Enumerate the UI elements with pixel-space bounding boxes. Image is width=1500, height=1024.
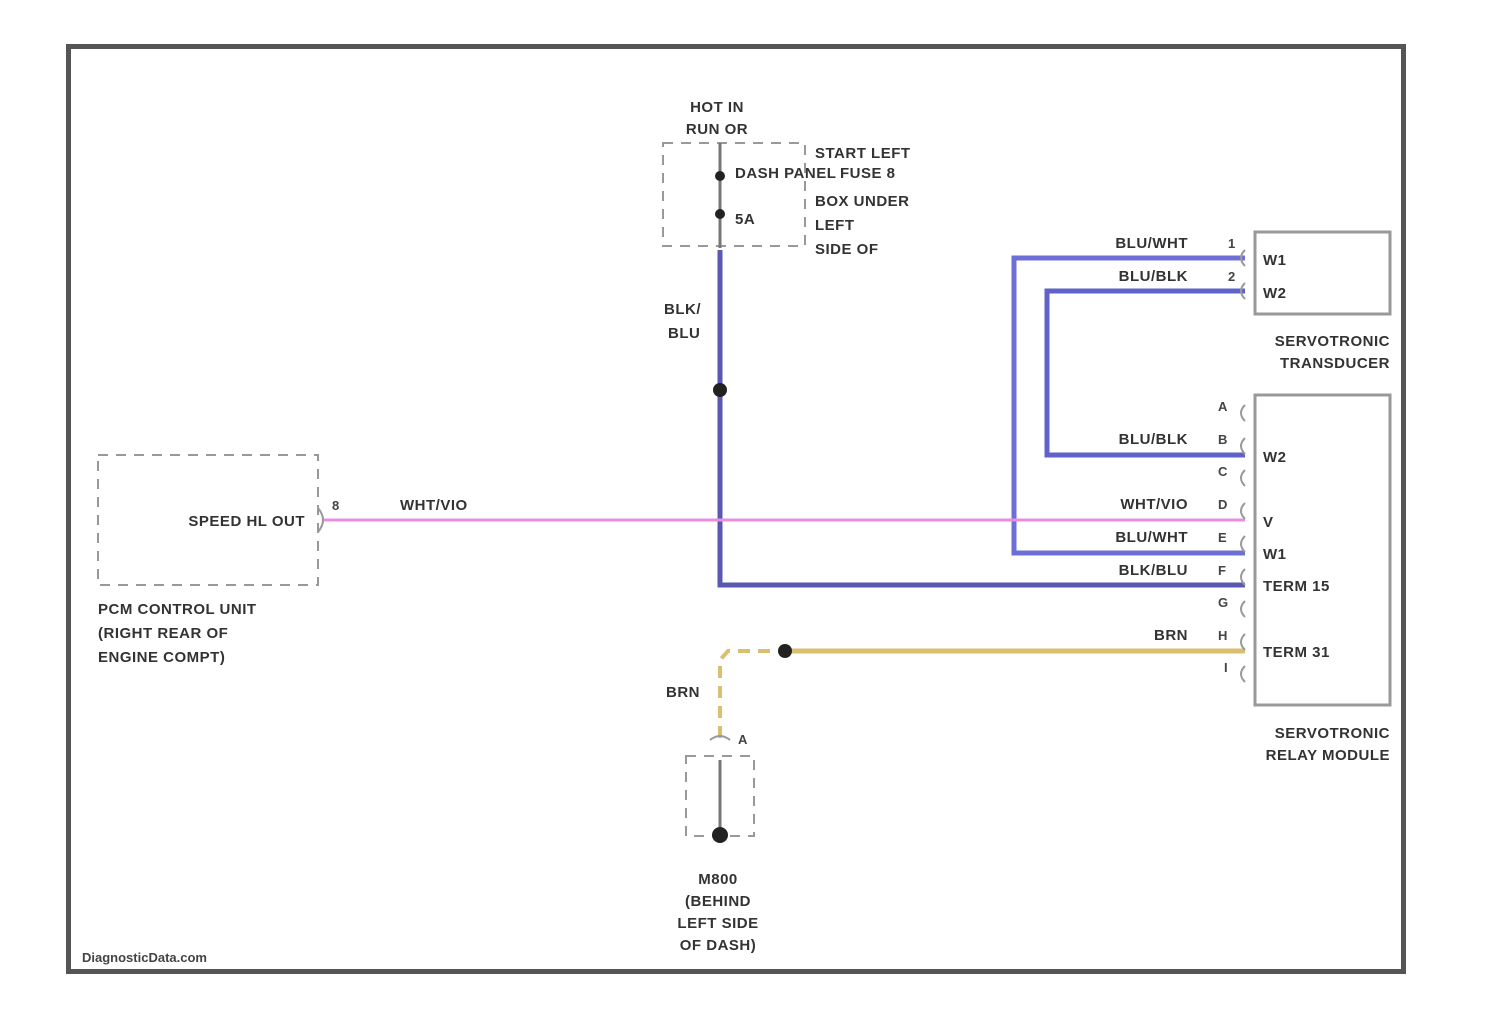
relay-name-2: RELAY MODULE	[1266, 747, 1390, 764]
fuse-terminal-bottom	[715, 209, 725, 219]
ground-pin: A	[738, 732, 748, 747]
relay-label-f: TERM 15	[1263, 578, 1330, 595]
relay-pin-c: C	[1218, 464, 1228, 479]
brn-splice-dot	[778, 644, 792, 658]
transducer-pin-label-1: W1	[1263, 252, 1287, 269]
transducer-pin-1: 1	[1228, 236, 1235, 251]
relay-wire-b: BLU/BLK	[1119, 431, 1188, 448]
relay-pin-a: A	[1218, 399, 1228, 414]
pcm-name-3: ENGINE COMPT)	[98, 649, 225, 666]
watermark: DiagnosticData.com	[82, 950, 207, 965]
transducer-name-1: SERVOTRONIC	[1275, 333, 1390, 350]
relay-wire-e: BLU/WHT	[1115, 529, 1188, 546]
relay-connector	[1241, 405, 1245, 682]
pcm-pin-number: 8	[332, 498, 339, 513]
fuse-amp: 5A	[735, 211, 755, 228]
pcm-name-2: (RIGHT REAR OF	[98, 625, 228, 642]
ground-name-2: (BEHIND	[685, 893, 751, 910]
power-label-1: HOT IN	[690, 99, 744, 116]
wht-vio-label-left: WHT/VIO	[400, 497, 468, 514]
fuse-label: FUSE 8	[840, 165, 896, 182]
relay-pin-d: D	[1218, 497, 1227, 512]
relay-pin-g: G	[1218, 595, 1228, 610]
ground-name-3: LEFT SIDE	[677, 915, 758, 932]
relay-name-1: SERVOTRONIC	[1275, 725, 1390, 742]
relay-label-d: V	[1263, 514, 1274, 531]
ground-point	[712, 827, 728, 843]
relay-wire-f: BLK/BLU	[1119, 562, 1188, 579]
fuse-box-label-3: BOX UNDER	[815, 193, 910, 210]
ground-name-1: M800	[698, 871, 738, 888]
fuse-box-label-2: DASH PANEL	[735, 165, 836, 182]
relay-pin-f: F	[1218, 563, 1226, 578]
ground-name-4: OF DASH)	[680, 937, 757, 954]
blk-blu-label-2: BLU	[668, 325, 700, 342]
relay-label-b: W2	[1263, 449, 1287, 466]
fuse-box-label-4: LEFT	[815, 217, 855, 234]
power-label-2: RUN OR	[686, 121, 748, 138]
splice-dot	[713, 383, 727, 397]
relay-pin-b: B	[1218, 432, 1227, 447]
transducer-pin-label-2: W2	[1263, 285, 1287, 302]
fuse-box-label-5: SIDE OF	[815, 241, 879, 258]
relay-wire-d: WHT/VIO	[1120, 496, 1188, 513]
relay-label-h: TERM 31	[1263, 644, 1330, 661]
pcm-pin-label: SPEED HL OUT	[188, 513, 305, 530]
fuse-box-outline	[663, 143, 805, 246]
fuse-terminal-top	[715, 171, 725, 181]
relay-label-e: W1	[1263, 546, 1287, 563]
fuse-box-label-1: START LEFT	[815, 145, 911, 162]
transducer-wire-1: BLU/WHT	[1115, 235, 1188, 252]
relay-pin-e: E	[1218, 530, 1227, 545]
ground-connector	[710, 736, 730, 740]
relay-wire-h: BRN	[1154, 627, 1188, 644]
transducer-wire-2: BLU/BLK	[1119, 268, 1188, 285]
transducer-pin-2: 2	[1228, 269, 1235, 284]
transducer-name-2: TRANSDUCER	[1280, 355, 1390, 372]
pcm-name-1: PCM CONTROL UNIT	[98, 601, 257, 618]
brn-label: BRN	[666, 684, 700, 701]
blk-blu-label-1: BLK/	[664, 301, 701, 318]
relay-pin-h: H	[1218, 628, 1227, 643]
relay-pin-i: I	[1224, 660, 1228, 675]
brn-wire-to-ground	[720, 651, 770, 738]
